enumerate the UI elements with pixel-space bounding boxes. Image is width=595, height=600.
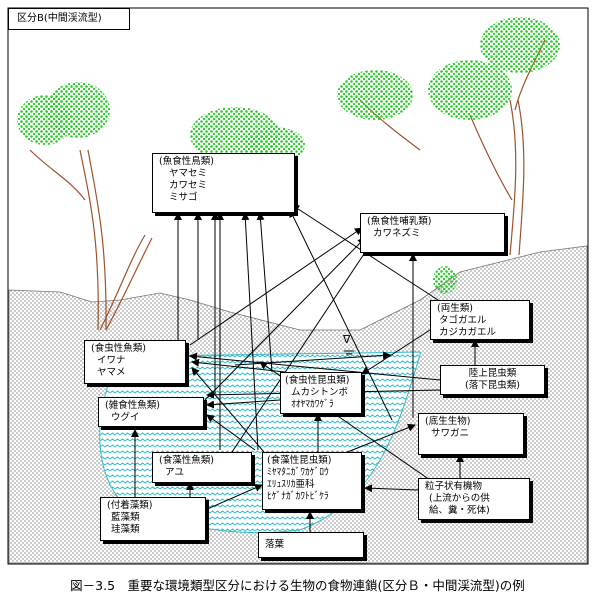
box-attached-algae: (付着藻類) 藍藻類 珪藻類 [100, 497, 206, 541]
species-label: ウグイ [111, 412, 140, 423]
category-label: (食藻性魚類) [159, 455, 214, 466]
category-label: (雑食性魚類) [105, 400, 160, 411]
species-label: ミサゴ [169, 192, 198, 203]
species-label: ヤマセミ [169, 168, 208, 179]
box-insectivorous-insects: (食虫性昆虫類) ムカシトンボ ｵｵﾔﾏｶﾜｹﾞﾗ [280, 372, 362, 414]
box-terrestrial-insects: 陸上昆虫類 (落下昆虫類) [440, 365, 545, 395]
figure-caption: 図－3.5 重要な環境類型区分における生物の食物連鎖(区分Ｂ・中間渓流型)の例 [70, 578, 525, 593]
category-label: 粒子状有機物 [425, 481, 483, 492]
box-algae-eating-fish: (食藻性魚類) アユ [152, 452, 252, 483]
category-label: (両生類) [437, 303, 473, 314]
species-label: 藍藻類 [111, 512, 140, 523]
species-label: ﾋｹﾞﾅｶﾞｶﾜﾄﾋﾞｹﾗ [267, 491, 329, 502]
species-label: ムカシトンボ [291, 387, 349, 398]
species-label: タゴガエル [439, 315, 487, 326]
species-label: (上流からの供 [429, 493, 490, 504]
outer-frame [7, 7, 589, 565]
box-particulate-organic: 粒子状有機物 (上流からの供 給、糞・死体) [418, 478, 530, 520]
category-label: (魚食性哺乳類) [367, 216, 432, 227]
species-label: (落下昆虫類) [465, 380, 520, 391]
species-label: ﾐﾔﾏﾀﾆｶﾞﾜｶｹﾞﾛｳ [267, 467, 329, 478]
box-fish-eating-birds: (魚食性鳥類) ヤマセミ カワセミ ミサゴ [152, 153, 295, 213]
category-label: (食藻性昆虫類) [267, 455, 332, 466]
species-label: ｴﾘｭｽﾘｶ亜科 [267, 479, 315, 490]
species-label: カワネズミ [373, 228, 421, 239]
region-label: 区分B(中間渓流型) [8, 8, 130, 30]
category-label: 陸上昆虫類 [468, 368, 517, 379]
box-fallen-leaves: 落葉 [258, 532, 364, 558]
category-label: (底生生物) [425, 416, 471, 427]
box-fish-eating-mammals: (魚食性哺乳類) カワネズミ [360, 213, 505, 253]
species-label: サワガニ [431, 428, 470, 439]
category-label: 落葉 [265, 539, 285, 550]
species-label: 珪藻類 [111, 524, 140, 535]
box-insectivorous-fish: (食虫性魚類) イワナ ヤマメ [84, 340, 186, 384]
box-algae-eating-insects: (食藻性昆虫類) ﾐﾔﾏﾀﾆｶﾞﾜｶｹﾞﾛｳ ｴﾘｭｽﾘｶ亜科 ﾋｹﾞﾅｶﾞｶﾜ… [262, 452, 362, 510]
species-label: ヤマメ [97, 367, 126, 378]
species-label: アユ [165, 467, 185, 478]
box-amphibians: (両生類) タゴガエル カジカガエル [430, 300, 530, 340]
category-label: (食虫性魚類) [91, 343, 146, 354]
species-label: 給、糞・死体) [429, 505, 490, 516]
water-level-symbol: ∇ [343, 333, 351, 346]
box-benthos: (底生生物) サワガニ [418, 413, 524, 455]
species-label: カジカガエル [439, 327, 497, 338]
tree-left [29, 149, 153, 331]
category-label: (付着藻類) [107, 500, 153, 511]
species-label: イワナ [97, 355, 126, 366]
species-label: カワセミ [169, 180, 208, 191]
category-label: (魚食性鳥類) [159, 156, 214, 167]
species-label: ｵｵﾔﾏｶﾜｹﾞﾗ [291, 399, 334, 410]
category-label: (食虫性昆虫類) [285, 375, 350, 386]
box-omnivorous-fish: (雑食性魚類) ウグイ [98, 397, 204, 427]
